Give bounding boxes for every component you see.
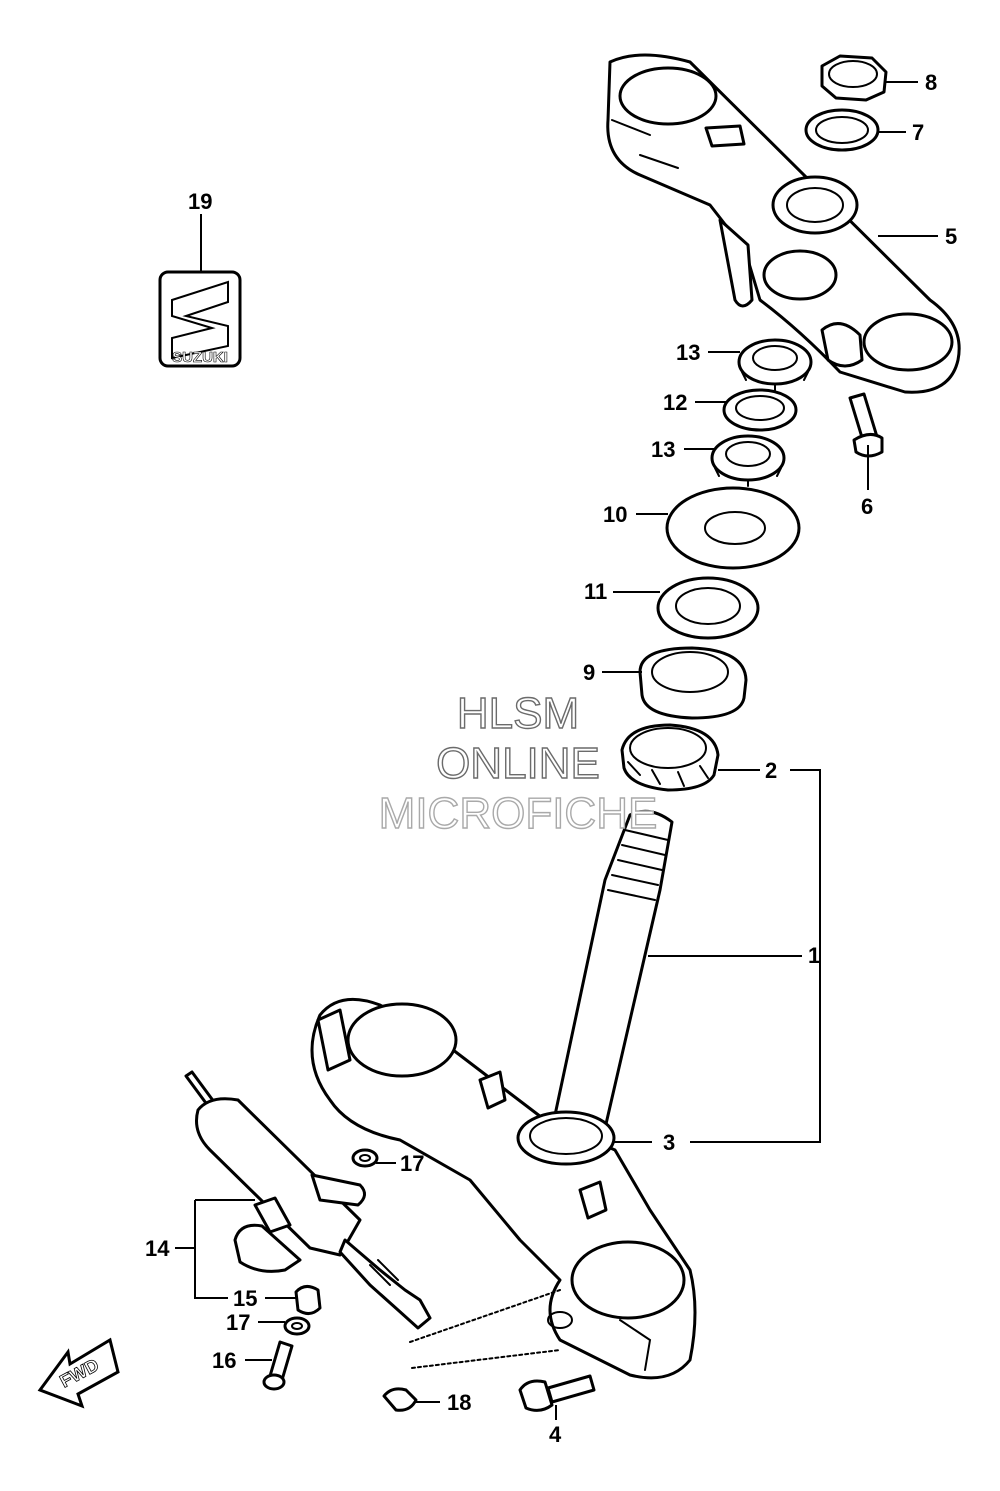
callout-11: 11 <box>584 579 607 604</box>
callout-3: 3 <box>663 1130 675 1155</box>
locknut-upper-part[interactable] <box>737 338 813 391</box>
callout-labels: 1 2 3 4 5 6 7 8 9 10 11 12 13 13 14 15 1… <box>145 70 957 1447</box>
nut-18-part[interactable] <box>382 1387 418 1412</box>
fwd-arrow: FWD <box>37 1337 120 1409</box>
callout-7: 7 <box>912 120 924 145</box>
watermark-line3: MICROFICHE <box>379 789 658 838</box>
nut-part[interactable] <box>820 54 888 102</box>
watermark-line1: HLSM <box>457 689 579 738</box>
callout-12: 12 <box>663 390 687 415</box>
callout-17-upper: 17 <box>400 1151 424 1176</box>
upper-bearing-part[interactable] <box>638 646 748 720</box>
leader-lines <box>175 81 938 1420</box>
washer-17-lower-part[interactable] <box>283 1316 311 1336</box>
lower-bracket-part[interactable] <box>310 997 697 1380</box>
callout-9: 9 <box>583 660 595 685</box>
callout-8: 8 <box>925 70 937 95</box>
spacer-part[interactable] <box>294 1285 322 1315</box>
washer-part[interactable] <box>804 108 880 152</box>
callout-5: 5 <box>945 224 957 249</box>
seal-part[interactable] <box>656 576 760 640</box>
callout-4: 4 <box>549 1422 562 1447</box>
badge-label: SUZUKI <box>172 349 228 366</box>
callout-13-lower: 13 <box>651 437 675 462</box>
locknut-lower-part[interactable] <box>710 434 786 487</box>
callout-2: 2 <box>765 758 777 783</box>
lock-washer-part[interactable] <box>722 388 798 432</box>
callout-14: 14 <box>145 1236 170 1261</box>
callout-10: 10 <box>603 502 627 527</box>
washer-17-upper-part[interactable] <box>351 1148 379 1168</box>
callout-18: 18 <box>447 1390 471 1415</box>
stem-seal-part[interactable] <box>516 1110 616 1166</box>
callout-16: 16 <box>212 1348 236 1373</box>
suzuki-badge-part[interactable]: SUZUKI <box>158 270 242 368</box>
callout-13-upper: 13 <box>676 340 700 365</box>
bolt-4-part[interactable] <box>518 1374 596 1412</box>
upper-bracket-part[interactable] <box>606 53 961 394</box>
bolt-6-part[interactable] <box>848 392 884 458</box>
callout-17-lower: 17 <box>226 1310 250 1335</box>
dust-seal-part[interactable] <box>665 486 801 570</box>
callout-6: 6 <box>861 494 873 519</box>
callout-1: 1 <box>808 943 820 968</box>
lower-bearing-part[interactable] <box>620 723 720 792</box>
callout-19: 19 <box>188 189 212 214</box>
steering-stem-part[interactable] <box>546 809 674 1157</box>
bolt-16-part[interactable] <box>262 1340 294 1391</box>
watermark: HLSM ONLINE MICROFICHE <box>378 688 658 838</box>
callout-15: 15 <box>233 1286 257 1311</box>
watermark-line2: ONLINE <box>436 739 600 788</box>
steering-damper-part[interactable] <box>184 1070 432 1330</box>
